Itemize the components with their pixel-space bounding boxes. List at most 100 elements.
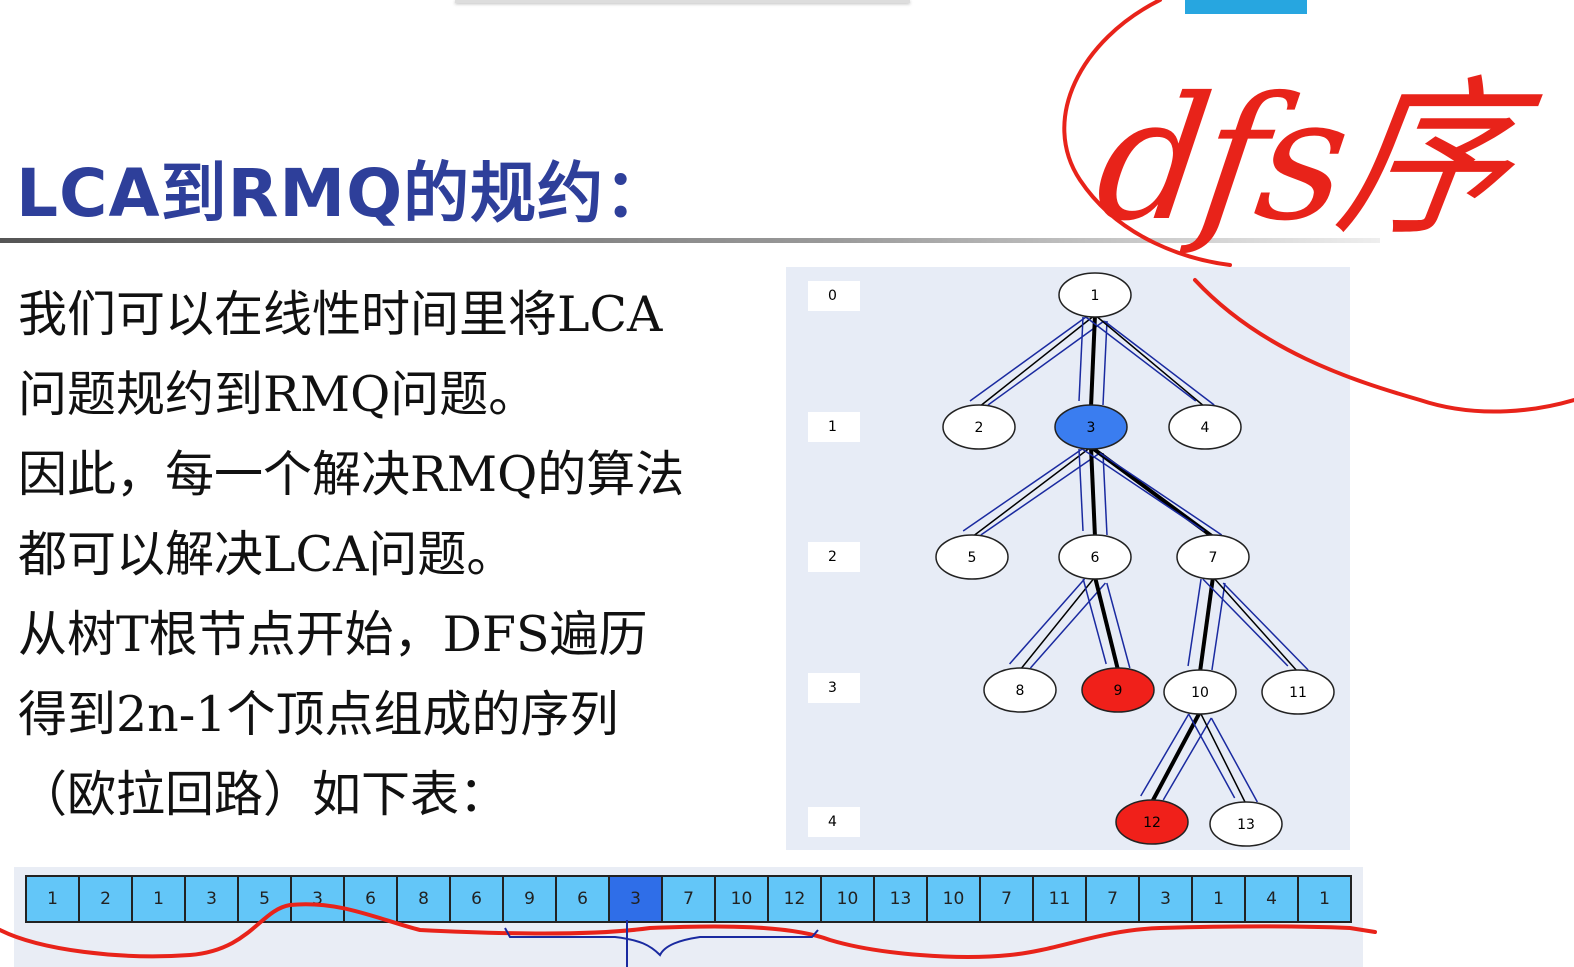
dfs-arrow	[1222, 582, 1309, 671]
body-line: 因此，每一个解决RMQ的算法	[18, 446, 685, 503]
depth-label: 1	[808, 412, 860, 442]
tree-node-label: 12	[1143, 815, 1161, 831]
sequence-cell: 2	[80, 877, 133, 921]
sequence-cell: 10	[928, 877, 981, 921]
top-toolbar-edge	[455, 0, 910, 3]
sequence-cell: 1	[1299, 877, 1350, 921]
sequence-cell: 7	[663, 877, 716, 921]
dfs-arrow	[1102, 320, 1108, 406]
sequence-cell: 4	[1246, 877, 1299, 921]
tree-edge	[1150, 711, 1202, 803]
dfs-arrow	[1078, 448, 1084, 532]
tree-node	[1058, 272, 1132, 318]
dfs-arrow	[1008, 578, 1086, 665]
dfs-arrow	[1210, 717, 1258, 803]
tree-edge	[1093, 576, 1120, 671]
tree-edge	[1089, 445, 1215, 539]
tree-node-label: 5	[968, 550, 977, 566]
depth-label: 3	[808, 673, 860, 703]
sequence-cell: 3	[292, 877, 345, 921]
title-divider	[0, 238, 1380, 243]
dfs-arrow	[1162, 717, 1212, 801]
dfs-arrow	[1211, 582, 1226, 671]
tree-node	[1058, 534, 1132, 580]
sequence-cell: 11	[1034, 877, 1087, 921]
tree-node-label: 7	[1209, 550, 1218, 566]
tree-edge	[1089, 446, 1097, 538]
tree-node	[1261, 669, 1335, 715]
tree-node	[1054, 404, 1128, 450]
tree-node-label: 3	[1087, 420, 1096, 436]
tree-edge	[971, 446, 1092, 538]
tree-node	[1115, 799, 1189, 845]
sequence-cell: 10	[716, 877, 769, 921]
body-line: 都可以解决LCA问题。	[18, 526, 516, 583]
dfs-arrow	[1102, 452, 1108, 536]
dfs-arrow	[1082, 578, 1107, 665]
sequence-cell: 1	[133, 877, 186, 921]
body-line: 从树T根节点开始，DFS遍历	[18, 606, 648, 663]
tree-node	[1209, 801, 1283, 847]
dfs-arrow	[1103, 320, 1215, 406]
dfs-arrow	[1202, 578, 1289, 667]
slide-title: LCA到RMQ的规约：	[16, 155, 672, 232]
tree-node-label: 8	[1016, 683, 1025, 699]
body-line: （欧拉回路）如下表：	[18, 766, 509, 823]
tree-node	[1176, 534, 1250, 580]
tree-node-label: 4	[1201, 420, 1210, 436]
dfs-arrow	[1187, 578, 1202, 667]
tree-node-label: 1	[1091, 288, 1100, 304]
tree-node-label: 2	[975, 420, 984, 436]
sequence-cell: 5	[239, 877, 292, 921]
timer-badge	[1185, 0, 1307, 14]
body-line: 问题规约到RMQ问题。	[18, 366, 538, 423]
sequence-cell: 3	[1140, 877, 1193, 921]
dfs-arrow	[1140, 713, 1190, 797]
tree-node	[935, 534, 1009, 580]
body-line: 得到2n-1个顶点组成的序列	[18, 686, 619, 743]
tree-node-label: 13	[1237, 817, 1255, 833]
sequence-cell: 12	[769, 877, 822, 921]
depth-label: 0	[808, 281, 860, 311]
sequence-cell: 3	[610, 877, 663, 921]
tree-node	[1163, 669, 1237, 715]
tree-edge	[1094, 314, 1206, 408]
sequence-cell: 6	[451, 877, 504, 921]
depth-label: 4	[808, 807, 860, 837]
dfs-arrow	[962, 448, 1083, 532]
sequence-cell: 1	[1193, 877, 1246, 921]
dfs-arrow	[1085, 316, 1197, 402]
dfs-arrow	[1099, 452, 1223, 536]
sequence-cell: 1	[27, 877, 80, 921]
tree-node-label: 9	[1114, 683, 1123, 699]
tree-edge	[1199, 711, 1247, 805]
dfs-arrow	[987, 320, 1105, 406]
body-line: 我们可以在线性时间里将LCA	[18, 286, 663, 343]
sequence-cell: 13	[875, 877, 928, 921]
dfs-arrow	[1106, 582, 1131, 669]
dfs-arrow	[969, 316, 1087, 402]
sequence-cell: 8	[398, 877, 451, 921]
dfs-arrow	[1081, 448, 1205, 532]
tree-edge	[1212, 576, 1299, 673]
sequence-cell: 6	[557, 877, 610, 921]
sequence-cell: 3	[186, 877, 239, 921]
handwritten-annotation: dfs序	[1086, 61, 1519, 259]
sequence-cell: 7	[1087, 877, 1140, 921]
dfs-arrow	[1078, 316, 1084, 402]
tree-node-label: 11	[1289, 685, 1307, 701]
tree-node	[942, 404, 1016, 450]
dfs-arrow	[1029, 582, 1107, 669]
depth-label: 2	[808, 542, 860, 572]
tree-node	[1168, 404, 1242, 450]
tree-node	[1081, 667, 1155, 713]
sequence-cell: 9	[504, 877, 557, 921]
tree-edge	[1198, 576, 1215, 673]
tree-node-label: 6	[1091, 550, 1100, 566]
slide-body: 我们可以在线性时间里将LCA 问题规约到RMQ问题。 因此，每一个解决RMQ的算…	[18, 275, 684, 835]
tree-edge	[1089, 314, 1097, 408]
tree-edge	[978, 314, 1096, 408]
tree-edge	[1019, 576, 1096, 671]
